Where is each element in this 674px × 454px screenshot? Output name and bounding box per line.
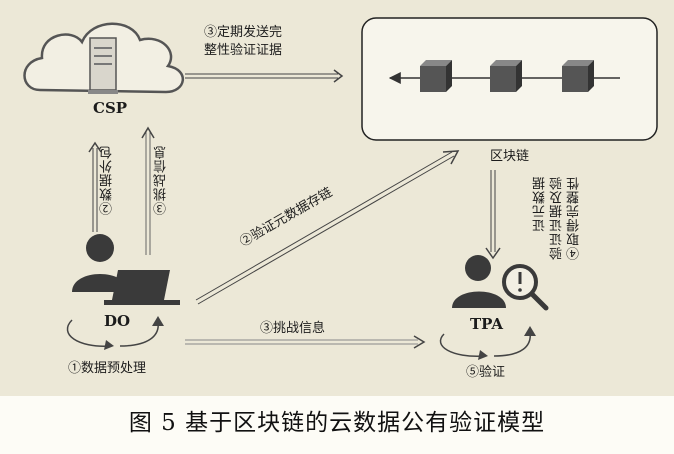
step5-label: ⑤验证	[466, 365, 506, 380]
cycle-arrows-do	[66, 316, 164, 350]
step4-label-line3: 证元数据	[533, 176, 548, 232]
csp-label: CSP	[93, 99, 128, 117]
figure-caption: 图 5 基于区块链的云数据公有验证模型	[128, 410, 546, 436]
step4-label-line1: ④取得完整性	[567, 176, 582, 260]
arrow-csp-to-blockchain	[185, 69, 344, 83]
arrow-blockchain-to-tpa	[485, 170, 501, 260]
data-owner-icon	[72, 234, 180, 305]
step2-outsource-label: ②数据外包	[100, 145, 115, 215]
arrow-csp-to-do-challenge	[141, 126, 155, 255]
blockchain-label: 区块链	[490, 149, 530, 164]
block-icon	[562, 60, 594, 92]
block-icon	[490, 60, 522, 92]
step3-send-line1: ③定期发送完	[204, 25, 283, 40]
block-icon	[420, 60, 452, 92]
step4-label-line2: 验证证据及验	[550, 176, 565, 260]
tpa-label: TPA	[470, 315, 503, 333]
step1-label: ①数据预处理	[68, 361, 147, 376]
step3-challenge-horizontal-label: ③挑战信息	[260, 321, 326, 336]
blockchain-chain	[388, 60, 620, 92]
cycle-arrows-tpa	[439, 326, 536, 360]
step3-send-line2: 整性验证证据	[204, 43, 283, 58]
arrow-do-to-blockchain	[195, 150, 460, 305]
do-label: DO	[104, 312, 131, 330]
cloud-server-icon	[23, 22, 185, 94]
step3-challenge-vertical-label: ③挑战信息	[154, 145, 169, 215]
arrow-do-to-csp	[88, 141, 102, 232]
tpa-icon	[452, 255, 549, 311]
arrow-do-to-tpa-challenge	[185, 335, 426, 349]
